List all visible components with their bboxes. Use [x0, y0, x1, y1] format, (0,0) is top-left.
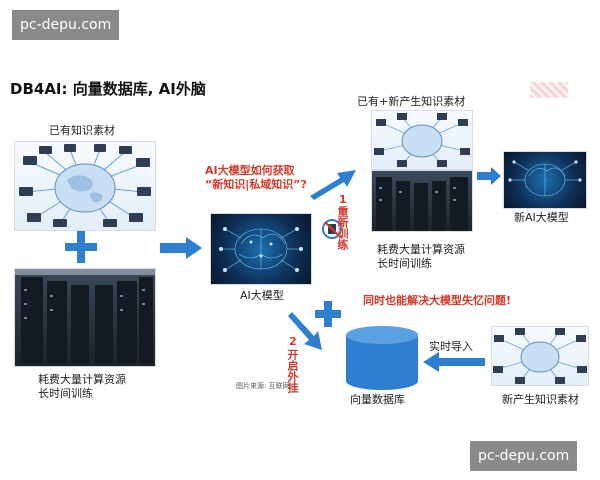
- watermark-top: pc-depu.com: [12, 10, 120, 40]
- new-material-image: [491, 326, 589, 386]
- arrow-to-new-ai-model: [477, 167, 501, 185]
- compute-label-right-line2: 长时间训练: [377, 257, 432, 270]
- arrow-to-ai-model: [160, 237, 202, 259]
- diagram-title: DB4AI: 向量数据库, AI外脑: [10, 80, 206, 98]
- arrow-to-retrain: [310, 170, 356, 200]
- plugin-number: 2: [289, 335, 297, 348]
- existing-plus-new-label: 已有+新产生知识素材: [357, 95, 466, 108]
- plus-icon-left: [65, 231, 97, 263]
- realtime-import-label: 实时导入: [429, 340, 473, 353]
- ai-model-image: [210, 213, 312, 285]
- new-material-label: 新产生知识素材: [502, 393, 579, 406]
- compute-label-left-line2: 长时间训练: [38, 387, 93, 400]
- compute-label-left: 耗费大量计算资源 长时间训练: [38, 373, 126, 401]
- plus-icon-middle: [315, 301, 341, 327]
- globe-network-icon-2: [374, 113, 470, 167]
- brain-network-icon-2: [508, 160, 582, 197]
- arrow-realtime-import: [423, 352, 485, 372]
- database-cylinder-icon: [346, 326, 418, 390]
- ai-model-label: AI大模型: [240, 289, 284, 302]
- memory-note: 同时也能解决大模型失忆问题!: [363, 294, 512, 307]
- globe-network-icon: [19, 144, 151, 227]
- retrain-text: 重新训练: [336, 206, 349, 250]
- image-source: 图片来源: 互联网: [236, 382, 290, 390]
- brain-network-icon: [219, 227, 303, 272]
- question-line2: “新知识|私域知识”?: [205, 178, 307, 191]
- globe-network-icon-3: [493, 328, 587, 384]
- new-ai-model-image: [503, 151, 587, 209]
- no-retrain-icon: [322, 219, 342, 239]
- server-room-image: [14, 268, 156, 367]
- question-text: AI大模型如何获取 “新知识|私域知识”?: [205, 164, 307, 192]
- compute-label-right: 耗费大量计算资源 长时间训练: [377, 243, 465, 271]
- new-ai-model-label: 新AI大模型: [514, 211, 569, 224]
- plugin-text: 开启外挂: [286, 349, 299, 393]
- compute-label-right-line1: 耗费大量计算资源: [377, 243, 465, 256]
- watermark-bottom: pc-depu.com: [470, 441, 578, 471]
- compute-label-left-line1: 耗费大量计算资源: [38, 373, 126, 386]
- server-room-image-2: [371, 170, 473, 232]
- server-rack-icon: [15, 269, 155, 363]
- existing-material-label: 已有知识素材: [49, 124, 115, 137]
- vector-db-label: 向量数据库: [350, 393, 405, 406]
- retrain-number: 1: [339, 193, 347, 206]
- knowledge-network-image: [14, 141, 156, 231]
- question-line1: AI大模型如何获取: [205, 164, 295, 177]
- arrow-to-vector-db: [288, 312, 322, 350]
- server-rack-icon-2: [376, 177, 468, 231]
- blurred-logo: [530, 82, 568, 98]
- knowledge-network-image-2: [371, 110, 473, 170]
